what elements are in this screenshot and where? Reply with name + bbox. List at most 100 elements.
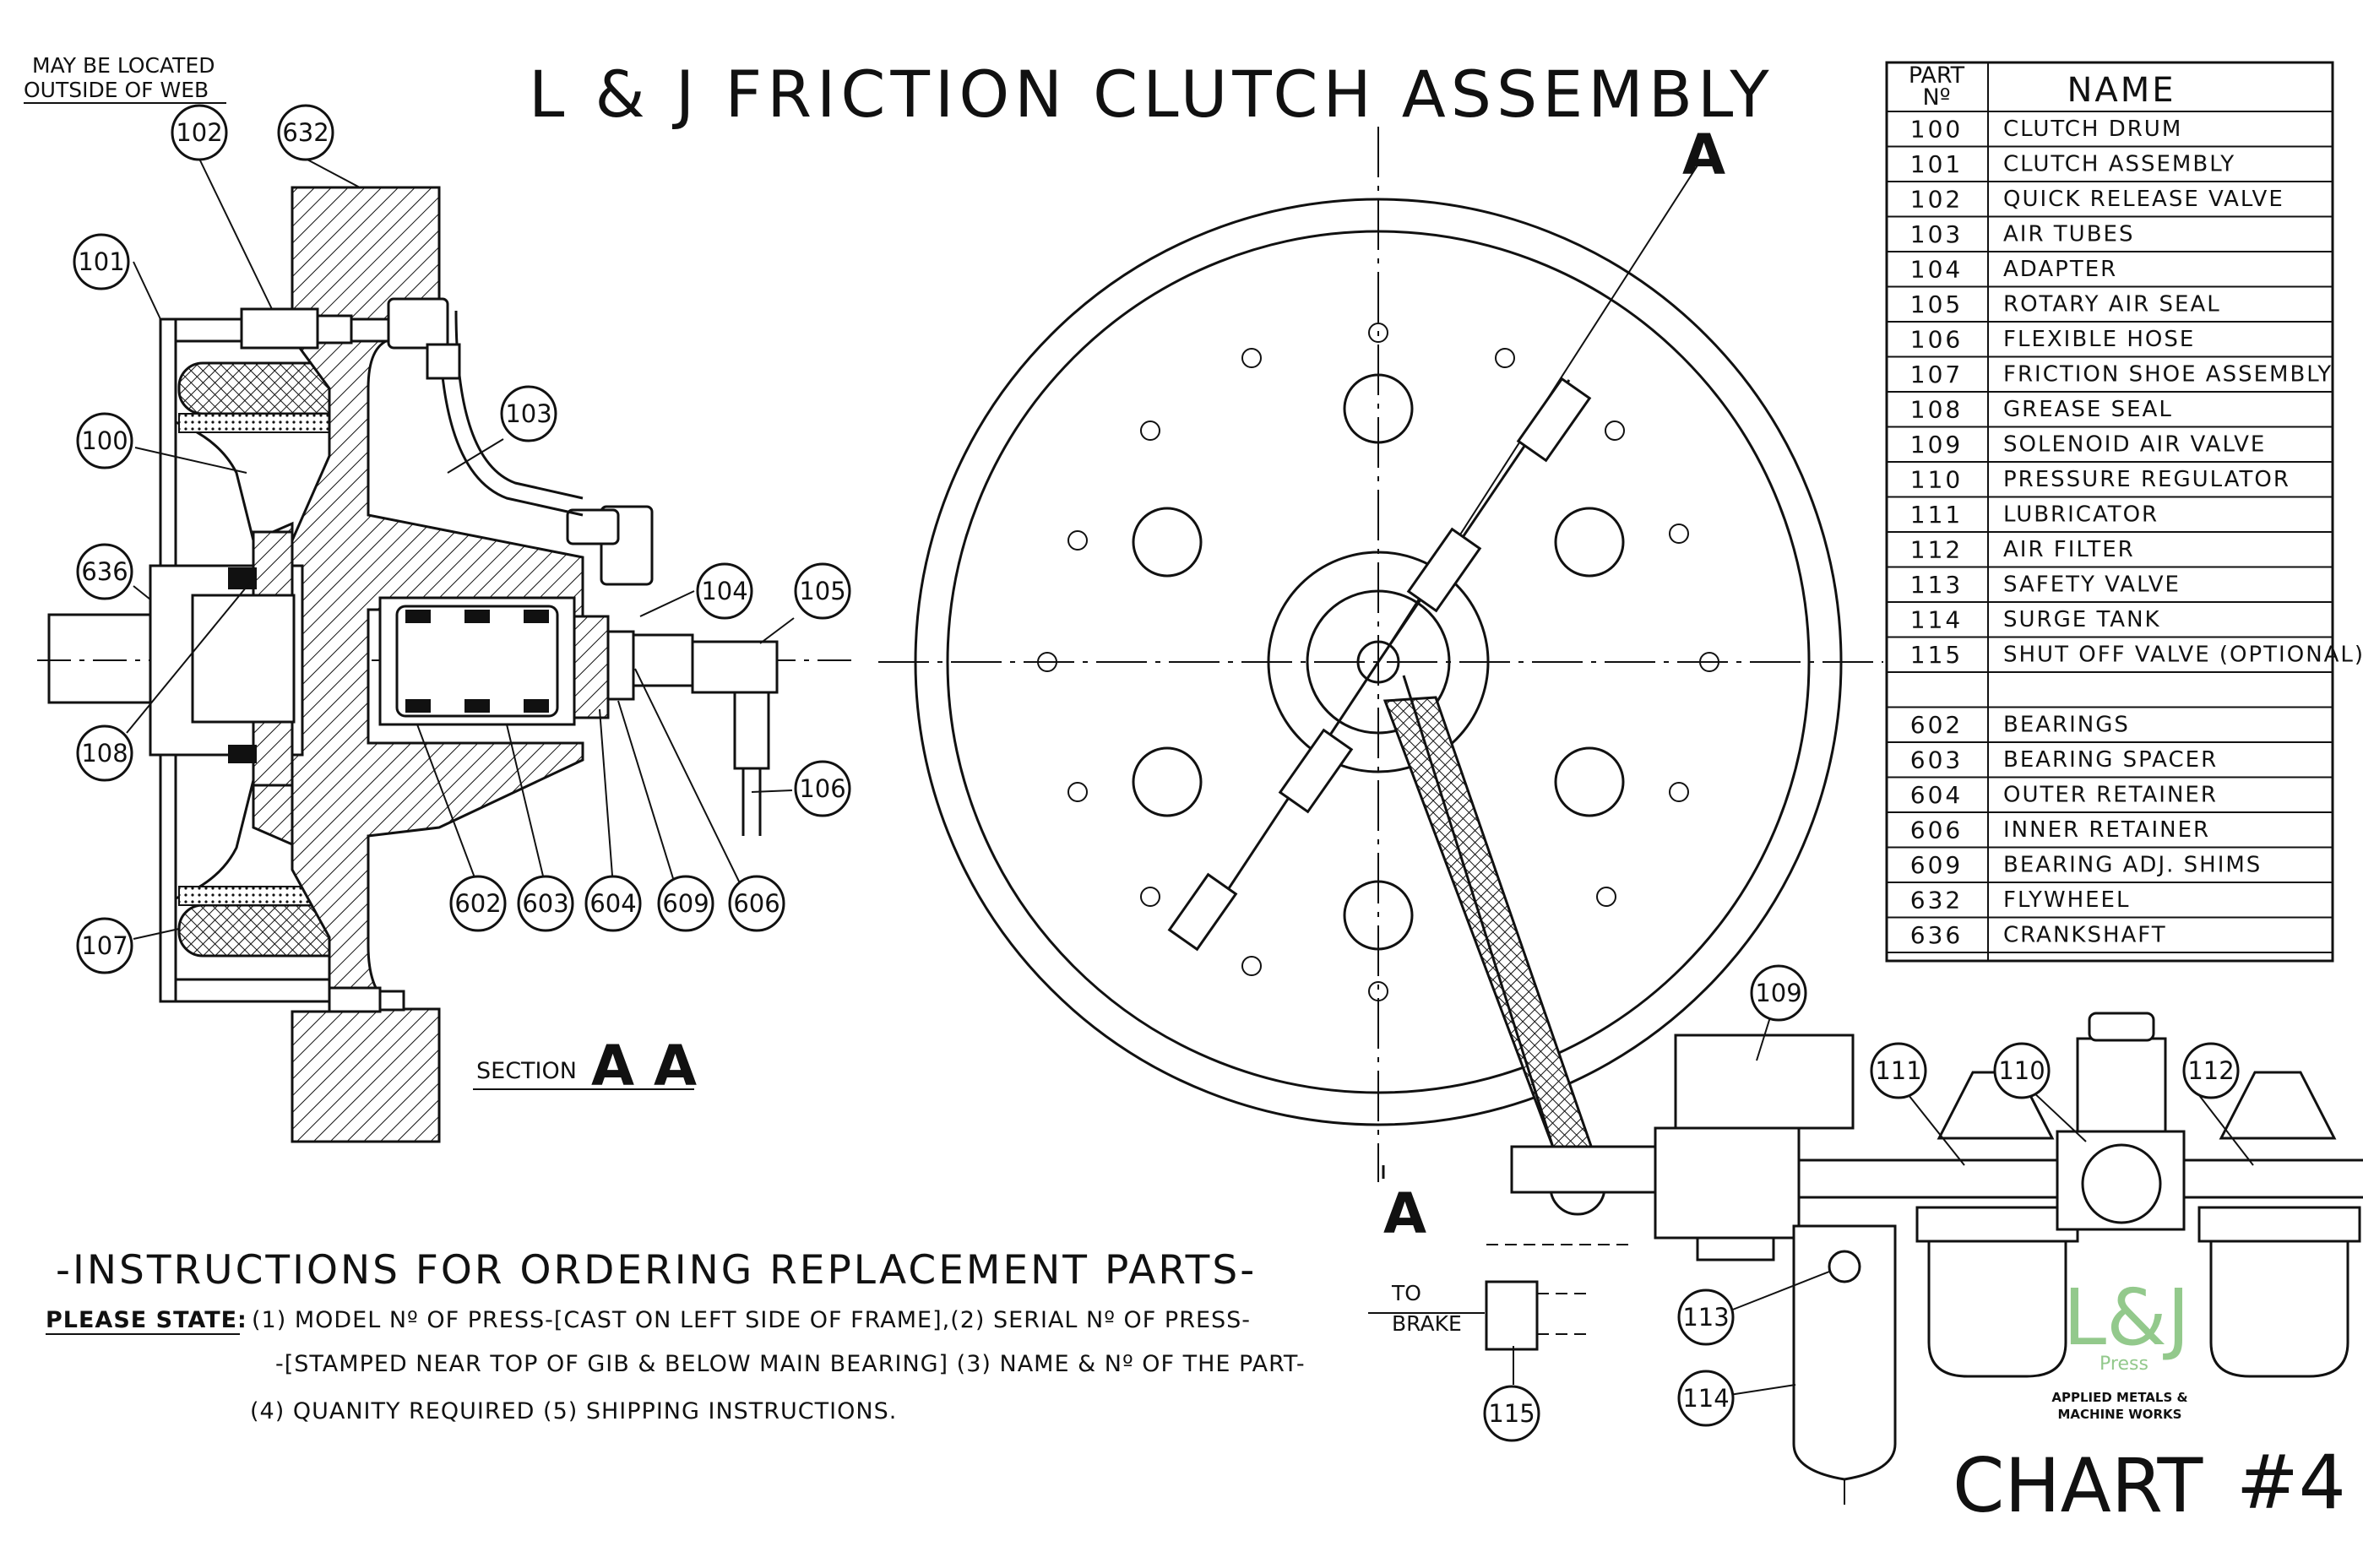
table-cell-part-no: 114	[1910, 605, 1963, 633]
svg-text:632: 632	[282, 118, 329, 147]
svg-text:636: 636	[81, 557, 128, 586]
company-logo: L&J Press	[2063, 1272, 2190, 1375]
svg-text:115: 115	[1488, 1399, 1535, 1428]
flywheel-front-view	[878, 127, 1883, 1216]
quick-release-valve	[240, 307, 319, 350]
callout-102: 102	[171, 104, 228, 161]
header-part: PART	[1909, 62, 1965, 89]
table-cell-part-no: 606	[1910, 816, 1963, 844]
air-supply-line	[1368, 1012, 2363, 1505]
callout-106: 106	[794, 760, 851, 817]
svg-text:105: 105	[799, 577, 845, 605]
company-line1: APPLIED METALS &	[2051, 1390, 2187, 1405]
flywheel-section	[291, 186, 584, 1143]
surge-tank	[1792, 1224, 1897, 1481]
table-cell-part-name: FRICTION SHOE ASSEMBLY	[2003, 361, 2333, 387]
instructions-title: -INSTRUCTIONS FOR ORDERING REPLACEMENT P…	[56, 1247, 1257, 1294]
table-cell-part-no: 107	[1910, 361, 1963, 388]
grease-seal	[228, 567, 257, 589]
table-cell-part-name: SAFETY VALVE	[2003, 572, 2181, 597]
table-cell-part-no: 108	[1910, 395, 1963, 423]
callout-105: 105	[794, 562, 851, 620]
table-cell-part-no: 104	[1910, 255, 1963, 283]
drawing-title: L & J FRICTION CLUTCH ASSEMBLY	[529, 57, 1774, 132]
callout-602: 602	[449, 875, 507, 932]
lightening-hole	[1132, 746, 1203, 817]
to-brake-label-1: TO	[1391, 1281, 1421, 1305]
callout-110: 110	[1993, 1042, 2051, 1099]
section-letters: A A	[591, 1034, 697, 1099]
table-cell-part-name: GREASE SEAL	[2003, 397, 2173, 422]
table-cell-part-name: CLUTCH DRUM	[2003, 117, 2182, 142]
svg-text:111: 111	[1875, 1056, 1921, 1085]
to-brake-label-2: BRAKE	[1392, 1311, 1462, 1336]
callout-115: 115	[1483, 1385, 1540, 1442]
lightening-hole	[1554, 507, 1625, 578]
table-cell-part-no: 604	[1910, 781, 1963, 809]
svg-text:112: 112	[2187, 1056, 2234, 1085]
table-cell-part-name: FLYWHEEL	[2003, 887, 2130, 913]
svg-text:110: 110	[1998, 1056, 2045, 1085]
instructions-line1: (1) MODEL Nº OF PRESS-[CAST ON LEFT SIDE…	[252, 1307, 1251, 1333]
table-cell-part-no: 632	[1910, 886, 1963, 914]
lightening-hole	[1132, 507, 1203, 578]
svg-text:101: 101	[78, 247, 124, 276]
callout-111: 111	[1870, 1042, 1927, 1099]
svg-text:609: 609	[662, 889, 709, 918]
callout-636: 636	[76, 543, 133, 600]
callout-609: 609	[657, 875, 714, 932]
logo-mark: L&J	[2063, 1272, 2190, 1363]
table-cell-part-no: 102	[1910, 185, 1963, 213]
section-view	[37, 186, 853, 1143]
svg-text:113: 113	[1682, 1303, 1729, 1332]
parts-table-frame	[1885, 61, 2334, 963]
table-cell-part-name: LUBRICATOR	[2003, 502, 2159, 527]
table-cell-part-no: 112	[1910, 535, 1963, 563]
section-label: SECTION	[476, 1058, 577, 1084]
table-cell-part-name: ROTARY AIR SEAL	[2003, 291, 2221, 317]
logo-sub: Press	[2100, 1354, 2148, 1375]
table-cell-part-name: BEARINGS	[2003, 712, 2130, 737]
table-cell-part-no: 115	[1910, 641, 1963, 669]
table-cell-part-no: 603	[1910, 746, 1963, 773]
table-cell-part-name: AIR FILTER	[2003, 537, 2135, 562]
callout-109: 109	[1750, 964, 1807, 1022]
cut-mark-bottom: A	[1383, 1181, 1426, 1246]
instructions-line3: (4) QUANITY REQUIRED (5) SHIPPING INSTRU…	[250, 1398, 897, 1424]
company-line2: MACHINE WORKS	[2058, 1407, 2182, 1422]
flexible-hose-fitting	[733, 691, 770, 770]
table-cell-part-name: QUICK RELEASE VALVE	[2003, 187, 2284, 212]
header-no: Nº	[1923, 84, 1951, 111]
svg-text:102: 102	[176, 118, 222, 147]
shut-off-valve	[1485, 1280, 1539, 1351]
svg-text:107: 107	[81, 931, 128, 960]
callout-603: 603	[517, 875, 574, 932]
lightening-hole	[1343, 880, 1414, 951]
rotary-air-seal	[691, 640, 779, 694]
lubricator-bowl	[1927, 1240, 2067, 1378]
svg-text:106: 106	[799, 774, 845, 803]
svg-text:108: 108	[81, 739, 128, 768]
table-cell-part-no: 100	[1910, 115, 1963, 143]
callout-606: 606	[728, 875, 785, 932]
table-cell-part-name: CLUTCH ASSEMBLY	[2003, 151, 2235, 176]
chart-label: CHART	[1953, 1442, 2204, 1529]
svg-text:603: 603	[522, 889, 568, 918]
svg-text:104: 104	[701, 577, 747, 605]
lightening-hole	[1343, 373, 1414, 444]
table-cell-part-no: 109	[1910, 431, 1963, 458]
callout-108: 108	[76, 724, 133, 782]
callout-104: 104	[696, 562, 753, 620]
table-cell-part-name: PRESSURE REGULATOR	[2003, 467, 2290, 492]
callout-100: 100	[76, 412, 133, 469]
callout-101: 101	[73, 233, 130, 290]
callout-604: 604	[584, 875, 642, 932]
retainer-stack	[573, 615, 610, 719]
table-cell-part-no: 103	[1910, 220, 1963, 248]
svg-text:100: 100	[81, 426, 128, 455]
table-cell-part-name: SOLENOID AIR VALVE	[2003, 431, 2266, 457]
table-cell-part-name: SHUT OFF VALVE (OPTIONAL)	[2003, 642, 2363, 667]
